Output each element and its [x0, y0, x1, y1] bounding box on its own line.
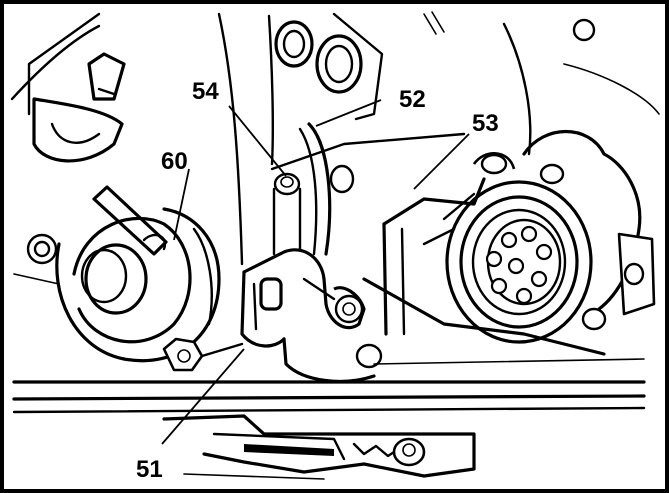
callout-53: 53 [472, 110, 499, 137]
lower-rail [12, 343, 646, 414]
bolt-51 [162, 337, 244, 372]
part-51-clamp [240, 248, 376, 383]
leader-53 [413, 133, 470, 190]
part-52-bracket [270, 122, 466, 256]
housing-outline [10, 11, 660, 266]
leader-lines [161, 99, 470, 445]
callout-labels: 54 52 53 60 51 [136, 78, 499, 483]
callout-60: 60 [161, 148, 188, 175]
callout-52: 52 [399, 86, 426, 113]
upper-ring-parts [274, 20, 363, 94]
leader-54 [228, 105, 287, 177]
leader-52 [315, 99, 382, 127]
part-53-connector [362, 130, 656, 356]
bottom-mechanism [162, 414, 476, 480]
callout-51: 51 [136, 456, 163, 483]
callout-54: 54 [192, 78, 219, 105]
part-54-pin [272, 172, 302, 256]
part-60-actuator [13, 185, 221, 363]
leader-60 [173, 168, 190, 241]
leader-51 [161, 348, 245, 445]
engine-diagram: 54 52 53 60 51 [10, 11, 660, 483]
